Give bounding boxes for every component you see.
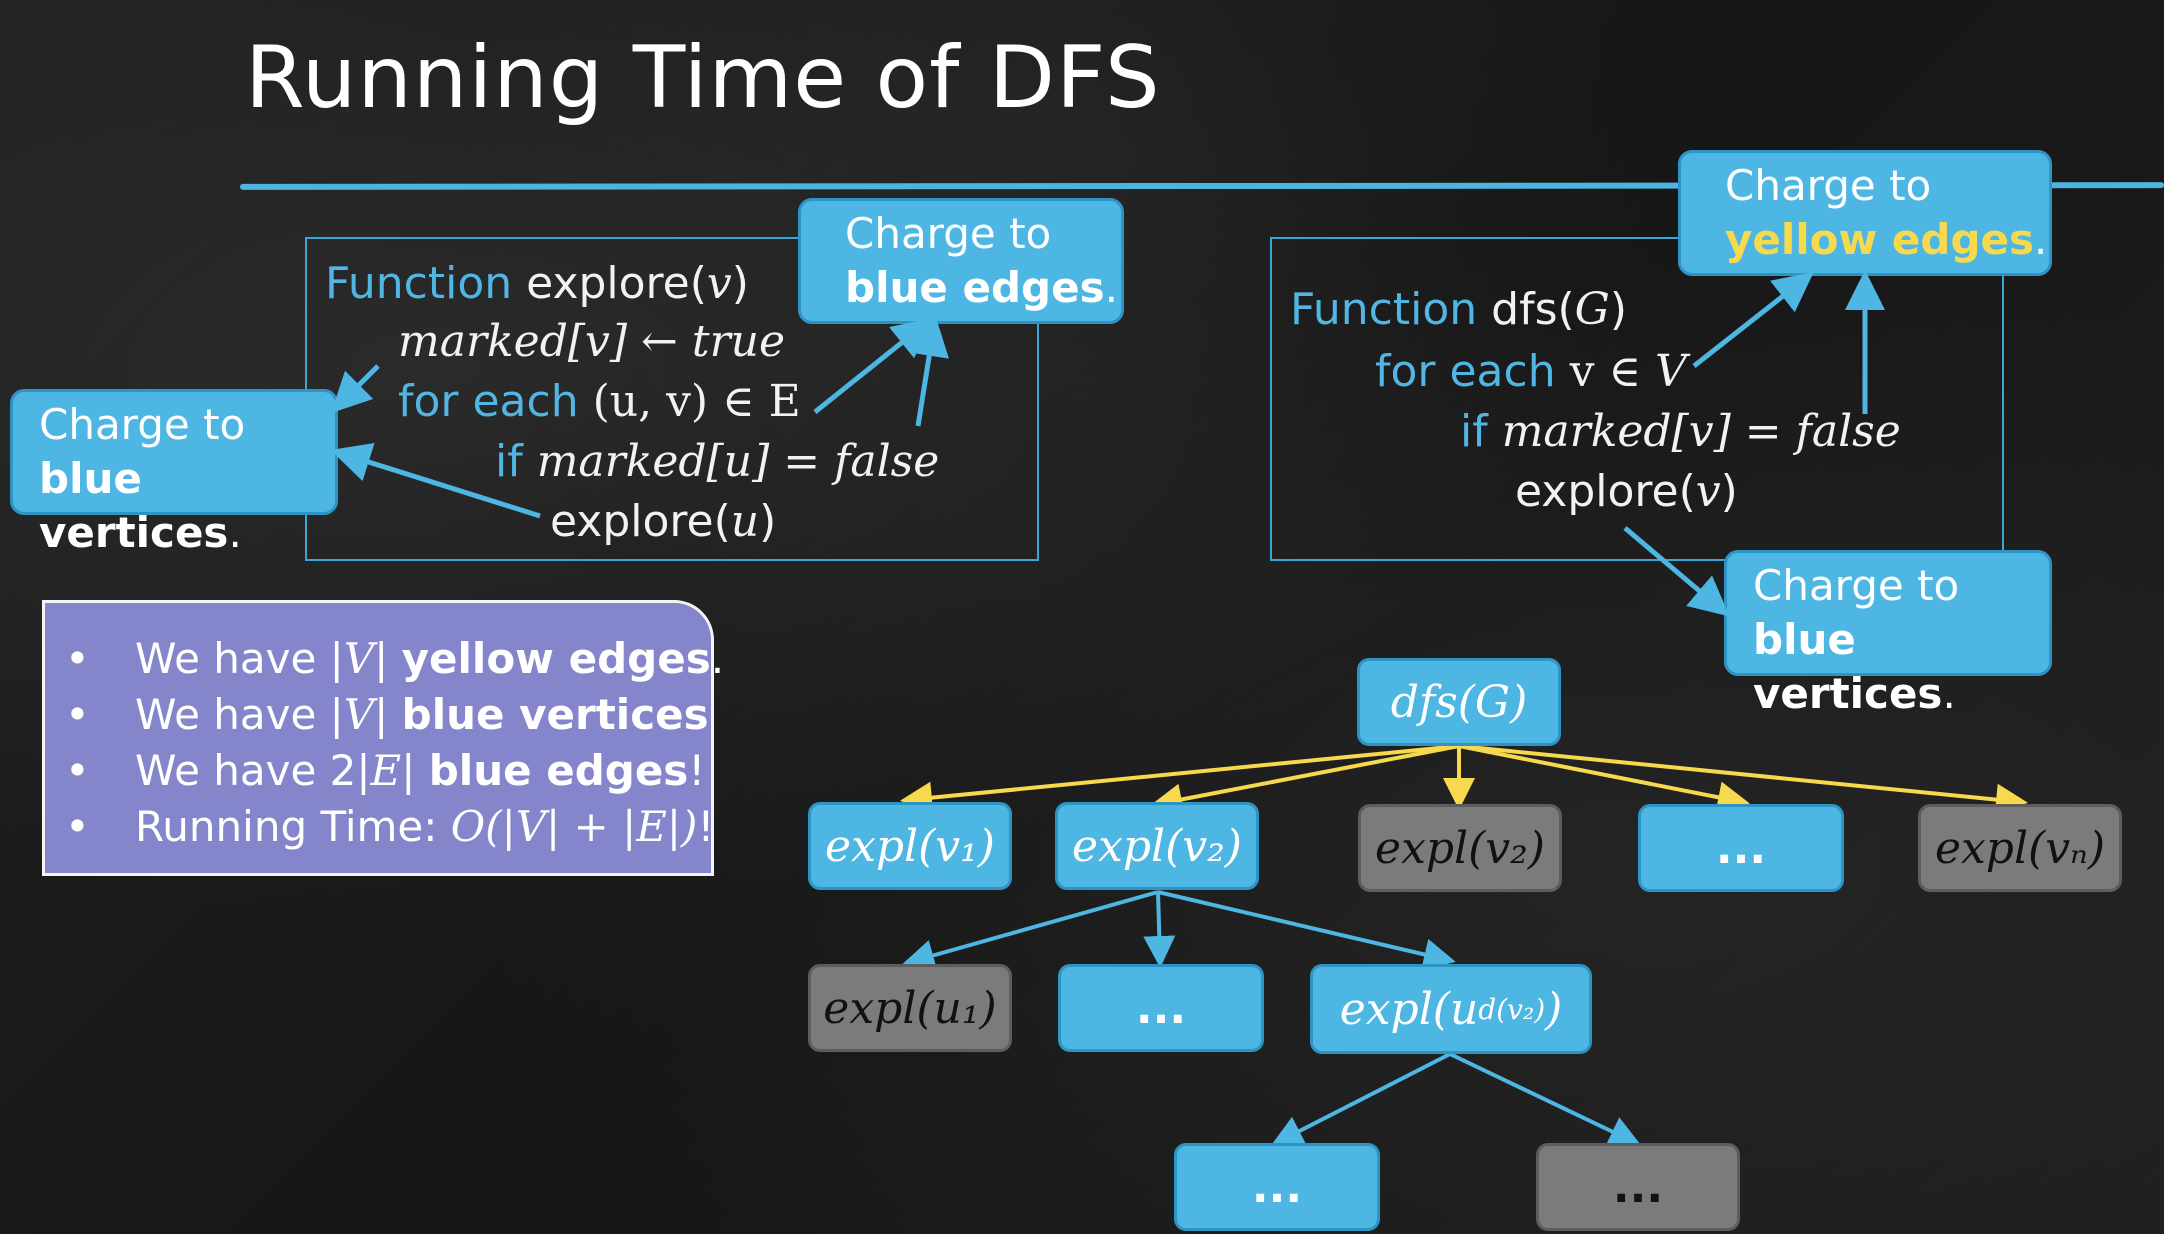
- tree-node-l3-1: ...: [1174, 1143, 1380, 1231]
- arrow-explore-to-blue-vertices-right: [1623, 526, 1730, 617]
- tree-node-l2-2: ...: [1058, 964, 1264, 1052]
- explore-line-1: Function explore(v): [325, 258, 749, 309]
- summary-item-2: •We have |V| blue vertices: [65, 690, 709, 739]
- dfs-code-box: [1270, 237, 2004, 561]
- tree-node-l1-1: expl(v₁): [808, 802, 1012, 890]
- tree-node-l1-4: ...: [1638, 804, 1844, 892]
- tree-root: dfs(G): [1357, 658, 1561, 746]
- edge-v2-u1: [902, 890, 1159, 971]
- explore-line-5: explore(u): [550, 496, 777, 547]
- summary-item-3: •We have 2|E| blue edges!: [65, 746, 706, 795]
- summary-item-1: •We have |V| yellow edges.: [65, 634, 725, 683]
- arrow-if-to-blue-edges: [909, 316, 950, 427]
- callout-blue-edges: Charge to blue edges.: [798, 198, 1124, 324]
- dfs-line-3: if marked[v] = false: [1460, 406, 1901, 457]
- dfs-line-4: explore(v): [1515, 466, 1738, 517]
- dfs-line-2: for each v ∈ V: [1375, 346, 1687, 397]
- callout-blue-vertices-right: Charge to blue vertices.: [1724, 550, 2052, 718]
- edge-root-vn: [1458, 744, 2028, 816]
- callout-blue-vertices-left: Charge to blue vertices.: [10, 389, 338, 557]
- edge-v2-ud: [1157, 890, 1456, 971]
- edge-root-v2: [1150, 744, 1460, 816]
- tree-node-l3-2: ...: [1536, 1143, 1740, 1231]
- explore-line-4: if marked[u] = false: [495, 436, 940, 487]
- arrow-to-marked-line: [330, 364, 380, 414]
- summary-panel: •We have |V| yellow edges. •We have |V| …: [42, 600, 725, 876]
- summary-item-4: •Running Time: O(|V| + |E|)!: [65, 802, 715, 851]
- edge-ud-dots-blue: [1270, 1052, 1451, 1146]
- arrow-for-each-to-blue-edges: [813, 317, 933, 414]
- tree-node-l1-5: expl(vₙ): [1918, 804, 2122, 892]
- tree-node-l1-2: expl(v₂): [1055, 802, 1259, 890]
- edge-v2-dots: [1143, 891, 1176, 968]
- arrow-explore-to-blue-vertices: [330, 442, 541, 519]
- edge-ud-dots-gray: [1449, 1052, 1642, 1147]
- arrow-for-each-to-yellow-edges: [1692, 271, 1814, 368]
- explore-line-3: for each (u, v) ∈ E: [398, 376, 801, 427]
- tree-node-l2-1: expl(u₁): [808, 964, 1012, 1052]
- dfs-line-1: Function dfs(G): [1290, 284, 1627, 335]
- tree-node-l1-3: expl(v₂): [1358, 804, 1562, 892]
- edge-root-v1: [900, 744, 1460, 814]
- page-title: Running Time of DFS: [245, 28, 1161, 128]
- edge-root-dots: [1458, 744, 1750, 814]
- explore-line-2: marked[v] ← true: [398, 316, 785, 367]
